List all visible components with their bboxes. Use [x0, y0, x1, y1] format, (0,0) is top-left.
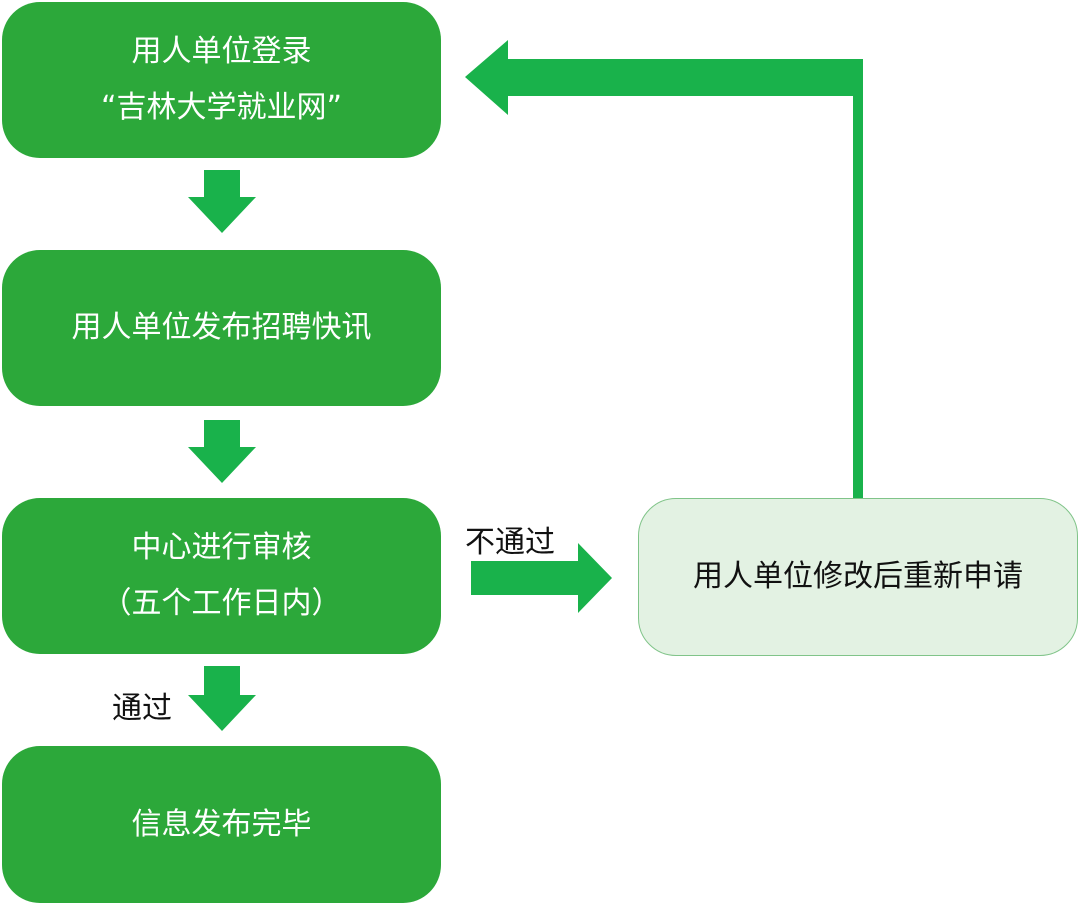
approve-label: 通过 [112, 691, 172, 726]
arrow-down-1 [188, 170, 256, 233]
reject-label: 不通过 [465, 525, 555, 560]
step-publish-label: 用人单位发布招聘快讯 [71, 310, 372, 345]
step-complete-label: 信息发布完毕 [131, 806, 312, 842]
retry-box-label: 用人单位修改后重新申请 [693, 559, 1023, 594]
step-login-line2: “吉林大学就业网” [100, 90, 343, 125]
step-login-line1: 用人单位登录 [131, 34, 312, 69]
step-login-box: 用人单位登录 “吉林大学就业网” [2, 2, 441, 158]
arrow-feedback-loop [465, 40, 863, 498]
retry-box: 用人单位修改后重新申请 [638, 498, 1078, 656]
step-publish-box: 用人单位发布招聘快讯 [2, 250, 441, 406]
step-review-line1: 中心进行审核 [131, 530, 312, 565]
arrow-down-3 [188, 666, 256, 731]
arrow-down-2 [188, 420, 256, 483]
arrow-right-reject [471, 543, 612, 613]
step-review-line2: （五个工作日内） [101, 586, 342, 621]
step-review-box: 中心进行审核 （五个工作日内） [2, 498, 441, 654]
step-complete-box: 信息发布完毕 [2, 746, 441, 903]
